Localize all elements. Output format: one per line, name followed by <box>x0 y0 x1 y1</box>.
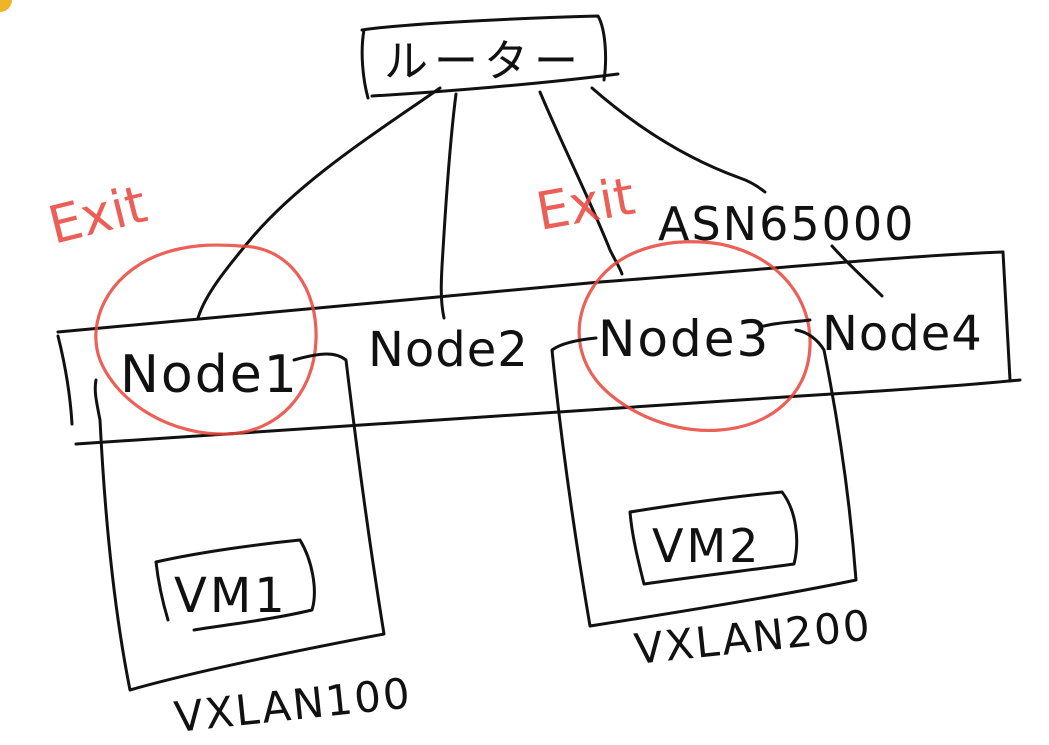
asn-frame-left <box>56 334 74 426</box>
exit-label-1: Exit <box>43 175 153 257</box>
corner-marker <box>0 0 12 12</box>
vxlan200-label: VXLAN200 <box>632 600 874 674</box>
vxlan200-group: VM2 VXLAN200 <box>550 328 874 674</box>
asn-frame-bottom <box>74 378 1022 446</box>
node-label-4: Node4 <box>822 306 983 362</box>
exit-circle-node3 <box>577 240 812 433</box>
node-label-3: Node3 <box>598 310 770 368</box>
nodes: Node1 Node2 Node3 Node4 <box>120 306 983 405</box>
link-asn-node4 <box>830 244 884 298</box>
vm2-box <box>628 490 799 586</box>
router-links <box>196 86 767 320</box>
link-router-node2 <box>439 92 458 320</box>
asn-group-frame <box>56 250 1022 446</box>
node-label-1: Node1 <box>120 345 299 405</box>
exit-label-2: Exit <box>532 167 639 243</box>
vxlan100-label: VXLAN100 <box>172 668 414 742</box>
asn-frame-right <box>1001 250 1012 382</box>
link-router-asn <box>590 86 767 194</box>
router-label: ルーター <box>384 36 584 87</box>
vm1-box <box>154 538 316 632</box>
vxlan200-frame <box>550 328 858 628</box>
vm2-label: VM2 <box>652 519 761 573</box>
link-router-node1 <box>196 86 442 320</box>
asn-frame-top <box>56 250 1005 334</box>
exit-circle-node1 <box>94 243 318 436</box>
exit-highlights: Exit Exit <box>43 167 812 436</box>
vxlan100-frame <box>93 352 386 692</box>
link-router-node3 <box>538 90 624 276</box>
node3-node4-connector <box>762 318 812 328</box>
router-box <box>360 14 620 100</box>
vxlan100-group: VM1 VXLAN100 <box>93 352 414 742</box>
node-label-2: Node2 <box>368 322 529 378</box>
vm1-label: VM1 <box>174 568 288 624</box>
router: ルーター <box>360 14 620 100</box>
